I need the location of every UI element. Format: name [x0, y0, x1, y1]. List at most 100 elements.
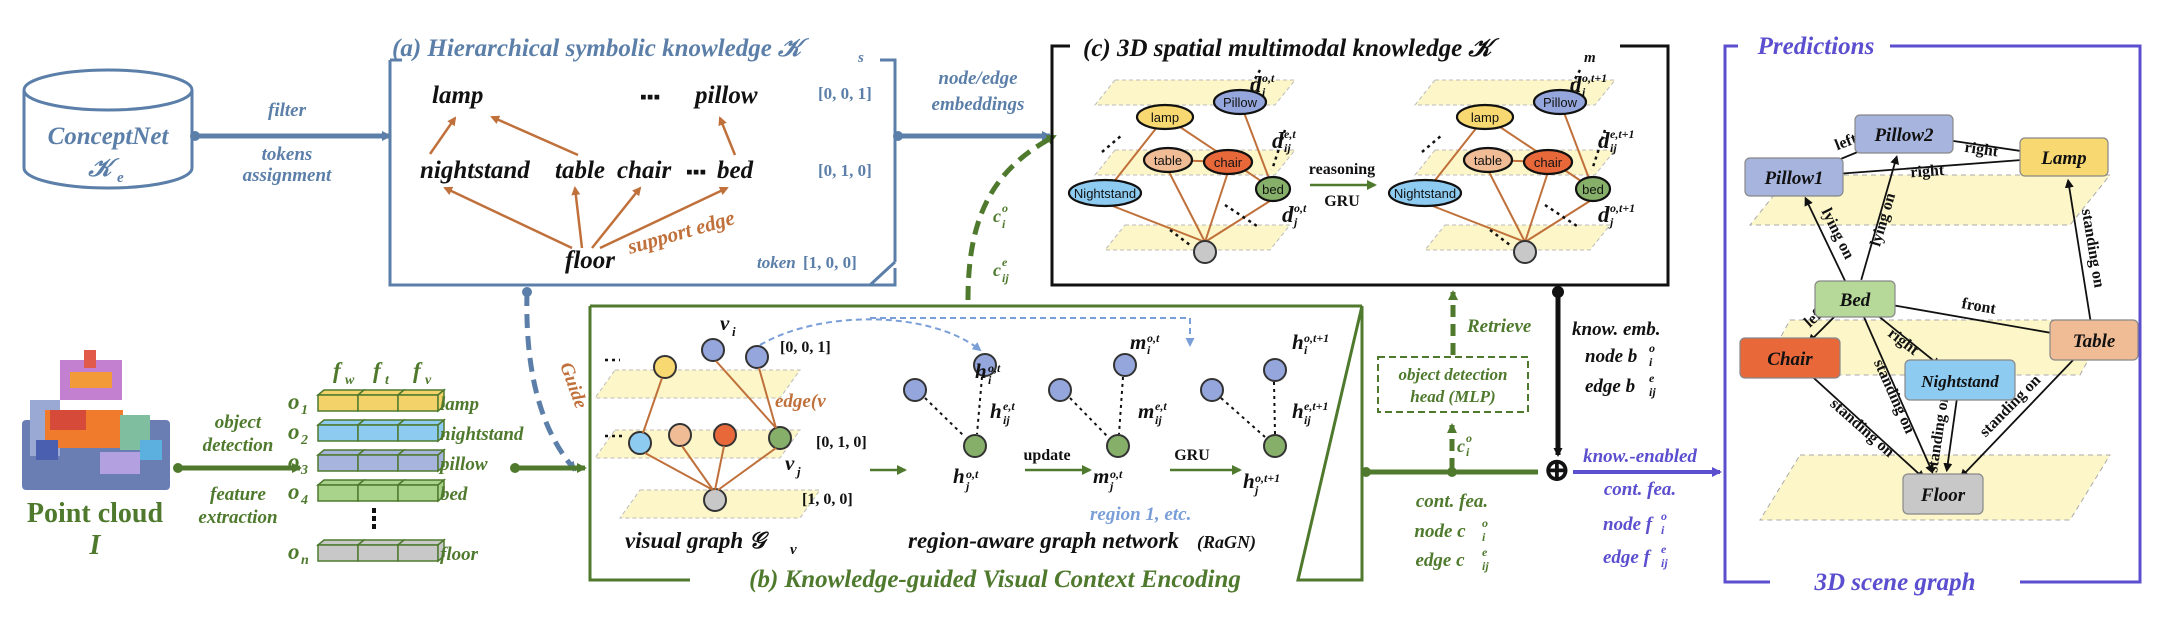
node-c-sup: o [1482, 516, 1488, 530]
d-i-t-sup: o,t [1262, 71, 1275, 85]
panel-c: (c) 3D spatial multimodal knowledge 𝒦 m … [1050, 35, 1670, 287]
feature-cell [397, 544, 439, 562]
d-j-t-sub: j [1292, 215, 1298, 229]
feature-cell [317, 484, 359, 502]
kg-node-label: lamp [1151, 110, 1179, 125]
feature-cell [317, 424, 359, 442]
feature-cell [397, 394, 439, 412]
feature-cell [357, 454, 399, 472]
token-pillow: pillow [693, 82, 758, 109]
arrow-embeddings: node/edge embeddings [893, 68, 1052, 141]
d-i-t-sub: i [1262, 85, 1266, 99]
kg-node [1212, 88, 1268, 116]
kg-edge [1487, 169, 1526, 243]
kg-edge [1104, 202, 1206, 243]
feature-cell [317, 454, 359, 472]
feature-row-o: o [288, 449, 300, 474]
fused-line2: cont. fea. [1604, 479, 1676, 500]
vi-sub: i [732, 324, 736, 339]
object-label: object [215, 412, 262, 433]
scene-edge [1805, 370, 1926, 480]
scene-node [1902, 473, 1984, 515]
kg-edge [1204, 198, 1274, 243]
kg-node-label: Nightstand [1394, 186, 1456, 201]
know-emb-node-sup: o [1649, 341, 1655, 355]
kg-node [1135, 103, 1195, 131]
feature-cell-side [437, 448, 445, 473]
ragn-abbr: (RaGN) [1197, 532, 1256, 553]
arrow-cont-fea: cont. fea. node c o i edge c e ij c o i [1361, 423, 1538, 573]
m-ij-sub: ij [1155, 413, 1162, 427]
kg-node-label: Nightstand [1074, 186, 1136, 201]
feature-row-o: o [288, 419, 300, 444]
reasoning-label: reasoning [1309, 161, 1375, 178]
kg-node [1532, 88, 1588, 116]
feature-cell [357, 544, 399, 562]
kg-node-label: table [1474, 153, 1502, 168]
scene-node [2019, 137, 2109, 177]
kg-node-label: Pillow [1543, 95, 1578, 110]
m-i: m [1130, 330, 1146, 354]
kg-edge [1204, 171, 1229, 243]
kg-dotted-edge [1421, 134, 1443, 153]
predictions-title: Predictions [1757, 33, 1875, 60]
feature-header-sub: w [345, 373, 355, 388]
kg-node [1202, 148, 1254, 176]
feature-row-o: o [288, 389, 300, 414]
conceptnet-symbol-sub: e [117, 170, 124, 186]
scene-edge [1943, 399, 1958, 473]
fusion: ⊕ know.-enabled cont. fea. node f o i ed… [1543, 446, 1722, 570]
panel-c-title: (c) 3D spatial multimodal knowledge 𝒦 [1083, 35, 1500, 62]
h-i-t-sup: o,t [988, 361, 1001, 375]
kg-node [1387, 178, 1463, 208]
node-c-label: node c [1414, 521, 1466, 542]
ci-small-sub: i [1466, 445, 1470, 459]
d-ij-t1-sub: ij [1610, 141, 1617, 155]
feature-label: feature [210, 484, 267, 505]
feature-row-sub: 1 [301, 403, 308, 418]
kg-dotted-edge [1590, 129, 1607, 171]
h-i-t: h [975, 359, 987, 383]
detection-head-line1: object detection [1398, 365, 1507, 384]
feature-header: f [333, 358, 343, 383]
b-token-100: [1, 0, 0] [802, 491, 853, 508]
arrow-cont-to-c: c o i c e ij [965, 133, 1057, 301]
arrow-detection: object detection feature extraction [173, 412, 302, 528]
know-emb-edge-sub: ij [1649, 385, 1656, 399]
h-j-t1-sub: j [1253, 483, 1259, 497]
feature-cell [397, 454, 439, 472]
fused-line1: know.-enabled [1583, 446, 1697, 467]
h-ij-t1-sub: ij [1304, 413, 1311, 427]
point-cloud-symbol: I [89, 530, 102, 561]
d-j-t1-sub: j [1608, 215, 1614, 229]
scene-node-label: Nightstand [1920, 372, 1999, 391]
scene-node [1904, 359, 2016, 401]
d-ij-t: d [1272, 128, 1284, 153]
point-cloud-image [22, 350, 170, 490]
scene-node [2049, 319, 2139, 361]
panel-b: (b) Knowledge-guided Visual Context Enco… [588, 304, 1364, 593]
h-j-t1-sup: o,t+1 [1255, 471, 1280, 485]
ci-small-sup: o [1466, 431, 1472, 445]
scene-node [1739, 337, 1841, 379]
panel-a: (a) Hierarchical symbolic knowledge 𝒦 s … [388, 35, 897, 287]
feature-row-sub: n [301, 553, 309, 568]
kg-node-label: Pillow [1223, 95, 1258, 110]
kg-node [1067, 178, 1143, 208]
ci-label: c [993, 206, 1001, 226]
arrow-know-emb: know. emb. node b o i edge b e ij [1552, 286, 1661, 457]
know-emb-edge: edge b [1585, 376, 1635, 397]
edge-c-sub: ij [1482, 559, 1489, 573]
feature-header: f [413, 358, 423, 383]
kg-edge [1559, 101, 1594, 190]
scene-edge [1863, 316, 1934, 474]
scene-edge-label: front [1960, 295, 1997, 318]
b-token-001: [0, 0, 1] [780, 339, 831, 356]
conceptnet-label: ConceptNet [48, 123, 170, 150]
retrieve-label: Retrieve [1466, 316, 1532, 337]
token-lamp: lamp [432, 82, 483, 109]
ragn-label: region-aware graph network [908, 528, 1179, 553]
scene-edge-label: standing on [1827, 395, 1898, 461]
know-emb-line1: know. emb. [1572, 319, 1661, 340]
kg-plane [1093, 149, 1297, 176]
